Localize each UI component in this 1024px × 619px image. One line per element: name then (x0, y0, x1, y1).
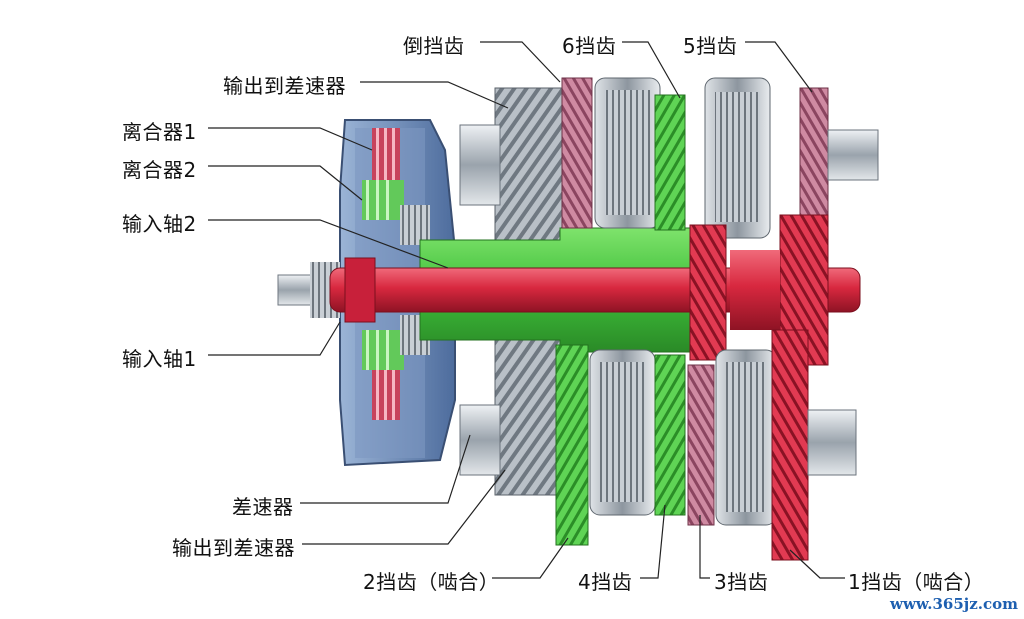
label-output-to-differential-bottom: 输出到差速器 (172, 536, 295, 560)
clutch2-plates (362, 180, 430, 370)
gear2-engaged (555, 344, 656, 546)
label-gear1-engaged: 1挡齿（啮合） (848, 570, 985, 594)
label-gear6: 6挡齿 (562, 34, 617, 58)
label-reverse-gear: 倒挡齿 (403, 34, 465, 58)
label-gear5: 5挡齿 (683, 34, 738, 58)
gear5-assembly (704, 77, 879, 239)
label-gear2-engaged: 2挡齿（啮合） (363, 570, 500, 594)
output-gear-lower (459, 334, 566, 496)
label-input-shaft2: 输入轴2 (122, 212, 197, 236)
reverse-gear (561, 77, 593, 229)
label-clutch1: 离合器1 (122, 120, 197, 144)
gear1-engaged (771, 329, 857, 561)
output-gear-upper (459, 87, 566, 254)
input-shaft1-red (329, 257, 861, 323)
gear3 (687, 349, 777, 526)
watermark: www.365jz.com (890, 595, 1018, 613)
label-output-to-differential-top: 输出到差速器 (223, 74, 346, 98)
leader-lines (208, 41, 845, 579)
label-input-shaft1: 输入轴1 (122, 347, 197, 371)
label-differential: 差速器 (232, 495, 294, 519)
label-clutch2: 离合器2 (122, 158, 197, 182)
label-gear4: 4挡齿 (578, 570, 633, 594)
gear4 (654, 354, 686, 516)
label-gear3: 3挡齿 (714, 570, 769, 594)
gear6-assembly (594, 77, 686, 231)
